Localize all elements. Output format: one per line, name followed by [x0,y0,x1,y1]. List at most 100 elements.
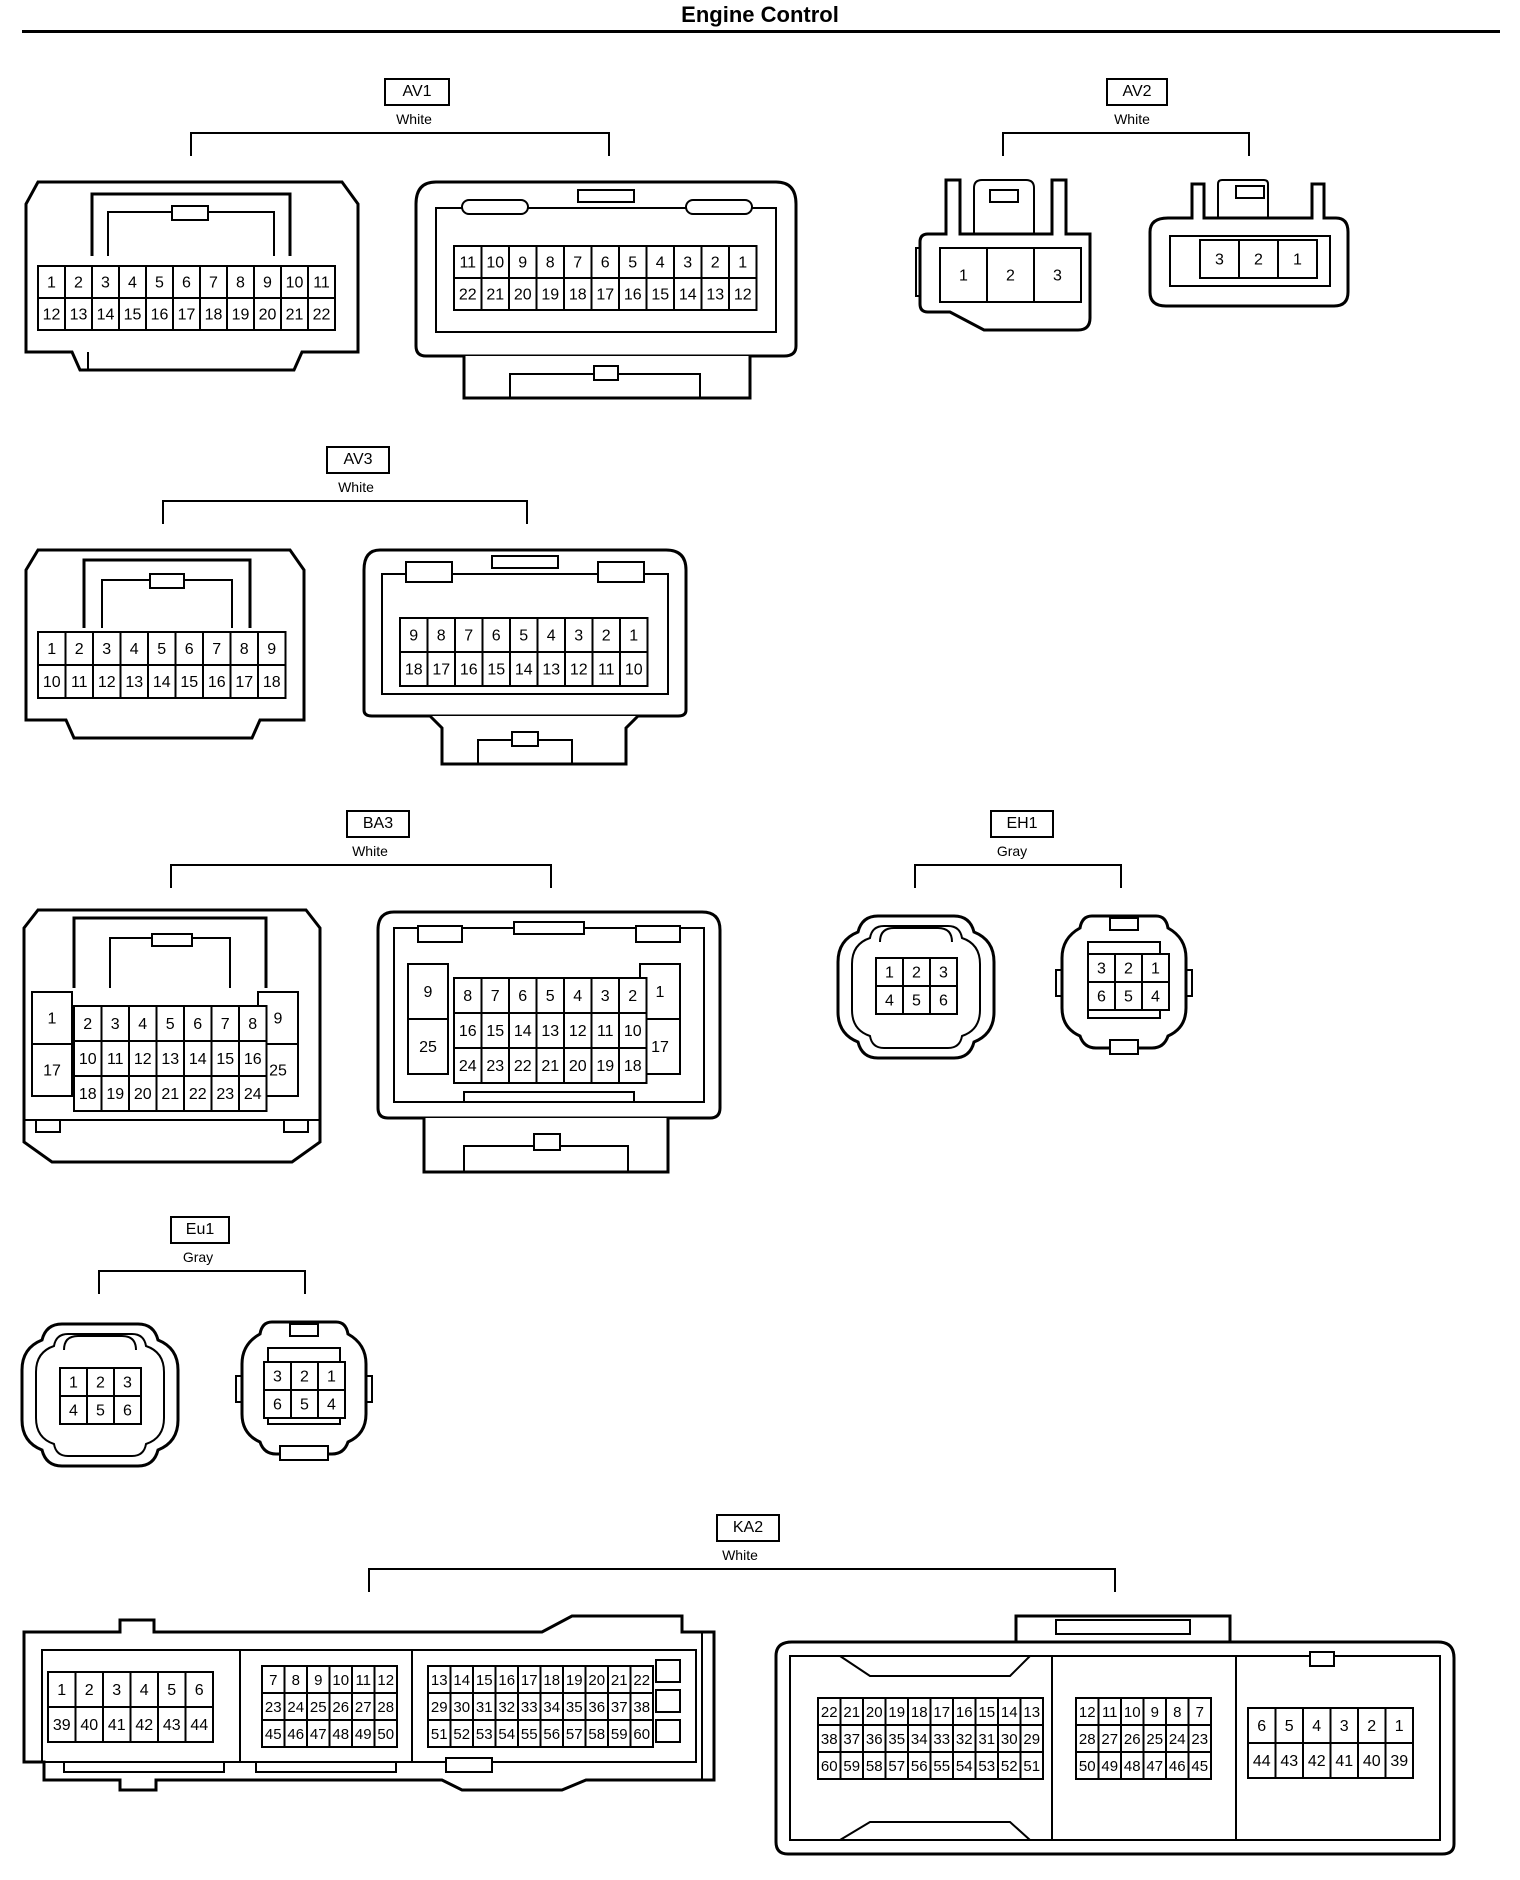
pin-number: 30 [453,1699,470,1716]
pin-number: 8 [437,628,446,645]
pin-number: 60 [633,1726,650,1743]
pin-number: 4 [128,275,137,292]
pin-number: 38 [821,1731,838,1748]
pin-number: 47 [310,1726,327,1743]
connector-bracket-eu1 [98,1270,306,1294]
pin-number: 48 [332,1726,349,1743]
pin-cell [290,1389,319,1419]
pin-number: 5 [300,1397,309,1414]
pin-cell [480,1047,510,1084]
pin-cell [64,664,94,699]
pin-number: 2 [912,965,921,982]
pin-number: 33 [933,1731,950,1748]
pin-number: 25 [1146,1731,1163,1748]
pin-cell [47,1706,77,1743]
pin-number: 15 [486,1023,504,1040]
pin-number: 44 [1253,1753,1271,1770]
pin-number: 7 [209,275,218,292]
pin-number: 14 [153,674,171,691]
pin-number: 55 [933,1758,950,1775]
pin-number: 34 [911,1731,928,1748]
pin-number: 3 [112,1682,121,1699]
pin-number: 2 [711,255,720,272]
pin-number: 1 [1293,252,1302,269]
pin-cell [535,277,565,311]
pin-number: 12 [377,1672,394,1689]
pin-cell [1357,1742,1387,1779]
pin-number: 58 [866,1758,883,1775]
pin-number: 2 [1124,961,1133,978]
pin-cell [73,1005,103,1042]
pin-cell [618,277,648,311]
pin-cell [47,1671,77,1708]
pin-cell [508,977,538,1014]
pin-number: 24 [287,1699,304,1716]
pin-cell [238,1005,268,1042]
connector-bracket-av3 [162,500,528,524]
pin-number: 11 [107,1051,124,1068]
pin-number: 46 [287,1726,304,1743]
pin-number: 22 [633,1672,650,1689]
pin-number: 17 [651,1039,669,1056]
pin-cell [73,1075,103,1112]
pin-cell [508,1012,538,1049]
pin-number: 21 [843,1704,860,1721]
pin-number: 21 [486,287,504,304]
pin-number: 7 [1196,1704,1204,1721]
pin-number: 4 [1151,989,1160,1006]
pin-number: 10 [624,1023,642,1040]
pin-number: 10 [79,1051,97,1068]
pin-number: 51 [431,1726,448,1743]
pin-number: 4 [885,993,894,1010]
pin-number: 26 [332,1699,349,1716]
pin-number: 19 [888,1704,905,1721]
pin-number: 5 [546,988,555,1005]
pin-cell [590,1047,620,1084]
pin-number: 3 [939,965,948,982]
pin-number: 8 [240,641,249,658]
pin-cell [100,1005,130,1042]
pin-cell [119,631,149,666]
pin-number: 32 [956,1731,973,1748]
pin-cell [407,963,449,1020]
pin-number: 1 [47,275,56,292]
pin-number: 1 [47,641,56,658]
pin-number: 10 [43,674,61,691]
pin-cell [673,245,703,279]
pin-number: 16 [208,674,226,691]
pin-number: 39 [1390,1753,1408,1770]
pin-number: 11 [597,1023,614,1040]
pin-number: 8 [463,988,472,1005]
pin-number: 13 [161,1051,179,1068]
pin-number: 1 [629,628,638,645]
pin-number: 17 [432,662,450,679]
pin-number: 52 [1001,1758,1018,1775]
pin-cell [307,297,336,331]
pin-number: 13 [70,307,88,324]
pin-cell [728,277,758,311]
pin-number: 17 [178,307,196,324]
page-title: Engine Control [681,2,839,27]
pin-cell [453,277,483,311]
connector-bracket-eh1 [914,864,1122,888]
pin-number: 4 [130,641,139,658]
pin-number: 7 [212,641,221,658]
pin-number: 25 [310,1699,327,1716]
pin-number: 6 [601,255,610,272]
pin-number: 46 [1169,1758,1186,1775]
pin-number: 17 [596,287,614,304]
pin-number: 4 [138,1016,147,1033]
pin-number: 49 [355,1726,372,1743]
pin-number: 2 [1254,252,1263,269]
pin-cell [509,651,539,687]
pin-number: 10 [286,275,304,292]
pin-number: 32 [498,1699,515,1716]
